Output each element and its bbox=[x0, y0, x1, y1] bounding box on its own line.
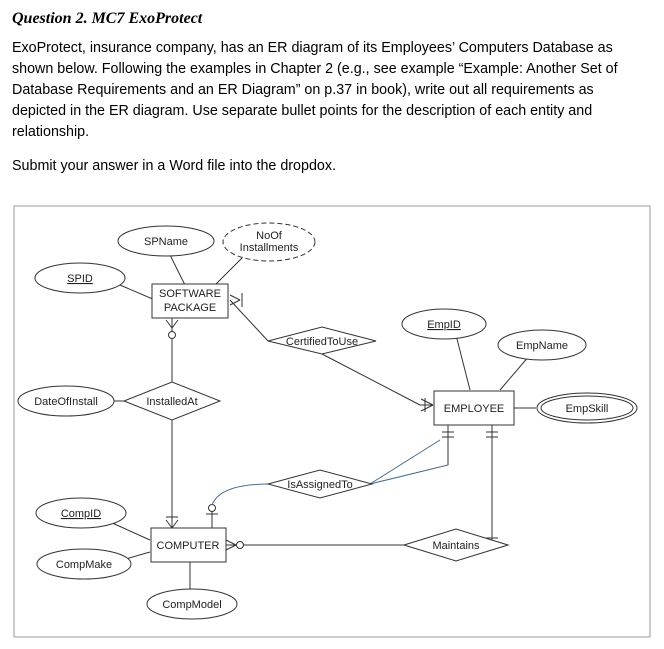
relationship-label: Maintains bbox=[432, 540, 480, 552]
question-title: Question 2. MC7 ExoProtect bbox=[12, 10, 203, 27]
attribute-label: DateOfInstall bbox=[34, 396, 98, 408]
relationship-label: InstalledAt bbox=[146, 396, 197, 408]
attribute-no-of-installments: NoOf Installments bbox=[222, 222, 316, 262]
attribute-label: CompModel bbox=[162, 599, 221, 611]
attribute-label: SPName bbox=[144, 236, 188, 248]
relationship-label: CertifiedToUse bbox=[286, 336, 358, 348]
entity-label: EMPLOYEE bbox=[444, 403, 505, 415]
attribute-label: SPID bbox=[67, 273, 93, 285]
paragraph-line: ExoProtect, insurance company, has an ER… bbox=[12, 40, 613, 56]
relationship-installed-at: InstalledAt bbox=[122, 381, 222, 421]
entity-label: COMPUTER bbox=[157, 540, 220, 552]
entity-software-package: SOFTWARE PACKAGE bbox=[151, 283, 229, 319]
attribute-comp-model: CompModel bbox=[146, 588, 238, 620]
entity-label: SOFTWARE bbox=[159, 288, 221, 300]
relationship-maintains: Maintains bbox=[402, 528, 510, 562]
attribute-label: CompID bbox=[61, 508, 101, 520]
attribute-date-of-install: DateOfInstall bbox=[17, 385, 115, 417]
paragraph-line: shown below. Following the examples in C… bbox=[12, 61, 618, 77]
attribute-sp-name: SPName bbox=[117, 225, 215, 257]
connector-lines bbox=[109, 254, 536, 592]
relationship-is-assigned-to: IsAssignedTo bbox=[266, 469, 374, 499]
attribute-label: EmpSkill bbox=[566, 403, 609, 415]
attribute-emp-id: EmpID bbox=[401, 308, 487, 340]
attribute-emp-skill: EmpSkill bbox=[536, 392, 638, 424]
attribute-label: Installments bbox=[240, 242, 299, 254]
attribute-label: EmpID bbox=[427, 319, 461, 331]
diagram-frame bbox=[13, 205, 651, 638]
attribute-emp-name: EmpName bbox=[497, 329, 587, 361]
attribute-sp-id: SPID bbox=[34, 262, 126, 294]
entity-computer: COMPUTER bbox=[150, 527, 227, 563]
attribute-comp-make: CompMake bbox=[36, 548, 132, 580]
attribute-comp-id: CompID bbox=[35, 497, 127, 529]
submit-instruction: Submit your answer in a Word file into t… bbox=[12, 158, 336, 174]
relationship-label: IsAssignedTo bbox=[287, 479, 352, 491]
paragraph-line: Database Requirements and an ER Diagram”… bbox=[12, 82, 594, 98]
entity-label: PACKAGE bbox=[164, 302, 216, 314]
question-paragraph: ExoProtect, insurance company, has an ER… bbox=[12, 38, 656, 143]
paragraph-line: relationship. bbox=[12, 124, 90, 140]
entity-employee: EMPLOYEE bbox=[433, 390, 515, 426]
relationship-certified-to-use: CertifiedToUse bbox=[267, 326, 377, 355]
attribute-label: EmpName bbox=[516, 340, 568, 352]
attribute-label: CompMake bbox=[56, 559, 112, 571]
paragraph-line: depicted in the ER diagram. Use separate… bbox=[12, 103, 593, 119]
attribute-label: NoOf bbox=[256, 230, 283, 242]
